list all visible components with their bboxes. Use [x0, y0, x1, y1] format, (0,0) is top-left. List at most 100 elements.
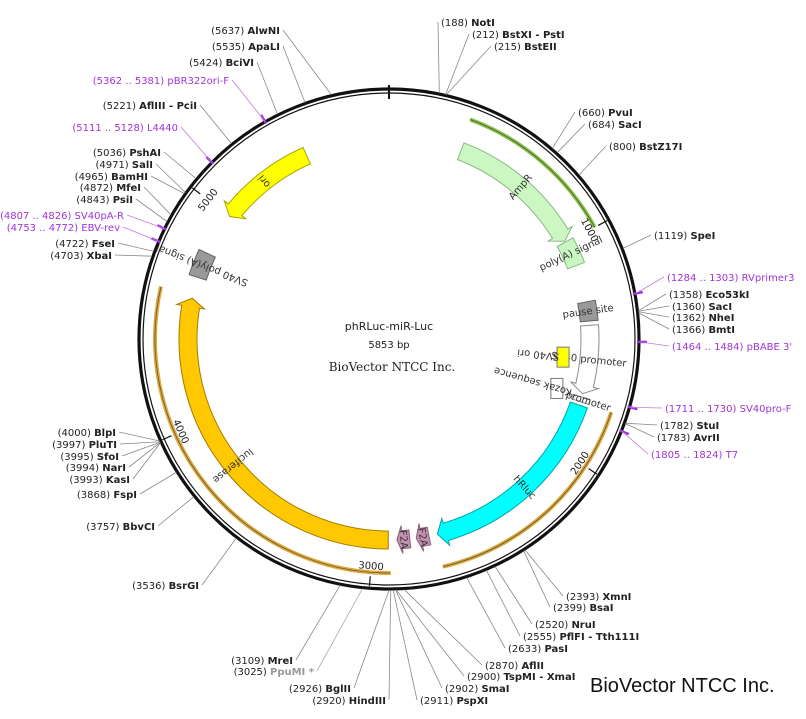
- site-label-apali: (5535) ApaLI: [212, 42, 280, 53]
- site-label-stui: (1782) StuI: [660, 421, 719, 432]
- site-num-sv40pa-r: (4807 .. 4826): [0, 211, 75, 222]
- site-name-bsteii: BstEII: [524, 42, 557, 53]
- site-num-pluti: (3997): [52, 440, 88, 451]
- site-name-pflfi-tth111i: PflFI - Tth111I: [559, 632, 639, 643]
- primer-sv40pro-f: [627, 405, 638, 411]
- site-name-t7: T7: [725, 450, 738, 461]
- tick-4000: [162, 435, 172, 441]
- leader-bmti: [638, 312, 670, 330]
- site-label-bsrgi: (3536) BsrGI: [132, 581, 199, 592]
- leader-kasi: [132, 442, 161, 480]
- site-name-alwni: AlwNI: [248, 26, 281, 37]
- site-name-bamhi: BamHI: [111, 172, 148, 183]
- site-label-pspxi: (2911) PspXI: [420, 696, 488, 707]
- site-label-pasi: (2633) PasI: [508, 644, 568, 655]
- site-label-ebv-rev: (4753 .. 4772) EBV-rev: [7, 223, 120, 234]
- site-name-pluti: PluTI: [89, 440, 117, 451]
- site-label-ppumi: (3025) PpuMI *: [234, 667, 315, 678]
- site-name-sv40pa-r: SV40pA-R: [75, 211, 124, 222]
- site-name-sali: SalI: [132, 160, 153, 171]
- label-leader-lines: [114, 21, 670, 701]
- plasmid-length: 5853 bp: [368, 340, 409, 351]
- feature-pause-site: [577, 299, 599, 323]
- leader-rvprimer3: [635, 276, 665, 294]
- site-name-apali: ApaLI: [248, 42, 280, 53]
- leader-bsteii: [446, 45, 492, 95]
- leader-t7: [622, 431, 649, 455]
- site-num-t7: (1805 .. 1824): [651, 450, 726, 461]
- leader-pflfi-tth111i: [486, 570, 521, 637]
- leader-blpi: [118, 431, 160, 442]
- leader-smai: [395, 589, 443, 689]
- site-name-bbvci: BbvCI: [123, 522, 155, 533]
- leader-pbr322ori-f: [231, 79, 265, 122]
- site-num-apali: (5535): [212, 42, 248, 53]
- site-label-rvprimer3: (1284 .. 1303) RVprimer3: [667, 273, 794, 284]
- site-label-spei: (1119) SpeI: [654, 231, 715, 242]
- leader-fsei: [117, 242, 154, 252]
- site-num-blpi: (4000): [58, 428, 94, 439]
- site-label-sfoi: (3995) SfoI: [60, 452, 119, 463]
- site-label-fsei: (4722) FseI: [55, 239, 115, 250]
- site-num-sali: (4971): [95, 160, 131, 171]
- site-name-fspi: FspI: [113, 490, 137, 501]
- site-name-noti: NotI: [471, 18, 495, 29]
- feature-hrluc: [436, 401, 588, 547]
- site-label-pluti: (3997) PluTI: [52, 440, 117, 451]
- site-label-l4440: (5111 .. 5128) L4440: [72, 123, 178, 134]
- site-label-tspmi-xmai: (2900) TspMI - XmaI: [467, 672, 575, 683]
- site-num-stui: (1782): [660, 421, 696, 432]
- leader-pasi: [466, 577, 506, 649]
- site-name-xmni: XmnI: [602, 592, 631, 603]
- leader-bsrgi: [201, 537, 237, 586]
- site-name-sv40pro-f: SV40pro-F: [740, 404, 792, 415]
- feature-t7-promoter: [570, 393, 591, 405]
- leader-pvui: [551, 111, 576, 149]
- leader-bstxi-psti: [445, 33, 470, 95]
- site-name-pbr322ori-f: pBR322ori-F: [167, 76, 229, 87]
- site-label-saci2: (1360) SacI: [672, 302, 732, 313]
- site-num-sv40pro-f: (1711 .. 1730): [665, 404, 740, 415]
- leader-bcivi: [256, 61, 278, 115]
- leader-sv40pro-f: [630, 406, 663, 409]
- site-label-bsai: (2399) BsaI: [553, 603, 613, 614]
- site-num-pvui: (660): [578, 108, 608, 119]
- site-name-psii: PsiI: [113, 195, 133, 206]
- site-num-mfei: (4872): [80, 183, 116, 194]
- leader-psii: [135, 198, 168, 222]
- leader-nrui: [494, 566, 533, 625]
- site-num-bmti: (1366): [672, 325, 708, 336]
- site-label-pflfi-tth111i: (2555) PflFI - Tth111I: [523, 632, 639, 643]
- site-num-rvprimer3: (1284 .. 1303): [667, 273, 742, 284]
- site-labels: (5637) AlwNI(5535) ApaLI(5424) BciVI(536…: [0, 18, 794, 707]
- site-num-bsrgi: (3536): [132, 581, 168, 592]
- leader-aflIII-pcii: [199, 104, 232, 144]
- site-num-bamhi: (4965): [75, 172, 111, 183]
- element-kozak-sequence: [550, 377, 564, 399]
- site-label-aflIII-pcii: (5221) AflIII - PciI: [103, 101, 197, 112]
- site-name-bcivi: BciVI: [226, 58, 254, 69]
- leader-pbabe3: [639, 341, 670, 347]
- site-num-eco53ki: (1358): [669, 290, 705, 301]
- leader-saci2: [638, 305, 670, 312]
- tick-label-5000: 5000: [196, 187, 220, 214]
- site-name-smai: SmaI: [481, 684, 509, 695]
- leader-spei: [622, 234, 652, 249]
- site-num-aflii: (2870): [485, 661, 521, 672]
- leader-ebv-rev: [122, 226, 159, 242]
- leader-sfoi: [121, 441, 161, 457]
- site-num-bstz17i: (800): [609, 142, 639, 153]
- backbone-circle: [137, 85, 641, 591]
- site-name-pshai: PshAI: [129, 148, 161, 159]
- hrluc-outer-line: [442, 412, 612, 568]
- site-label-noti: (188) NotI: [441, 18, 495, 29]
- site-name-blpi: BlpI: [94, 428, 116, 439]
- site-name-pbabe3: pBABE 3': [747, 342, 793, 353]
- site-label-bstz17i: (800) BstZ17I: [609, 142, 682, 153]
- feature-ori: [223, 146, 312, 220]
- tick-2000: [588, 468, 598, 475]
- site-name-nrui: NruI: [571, 620, 595, 631]
- leader-noti: [437, 21, 440, 94]
- site-name-pasi: PasI: [544, 644, 567, 655]
- feature-f2a-2: [396, 525, 412, 554]
